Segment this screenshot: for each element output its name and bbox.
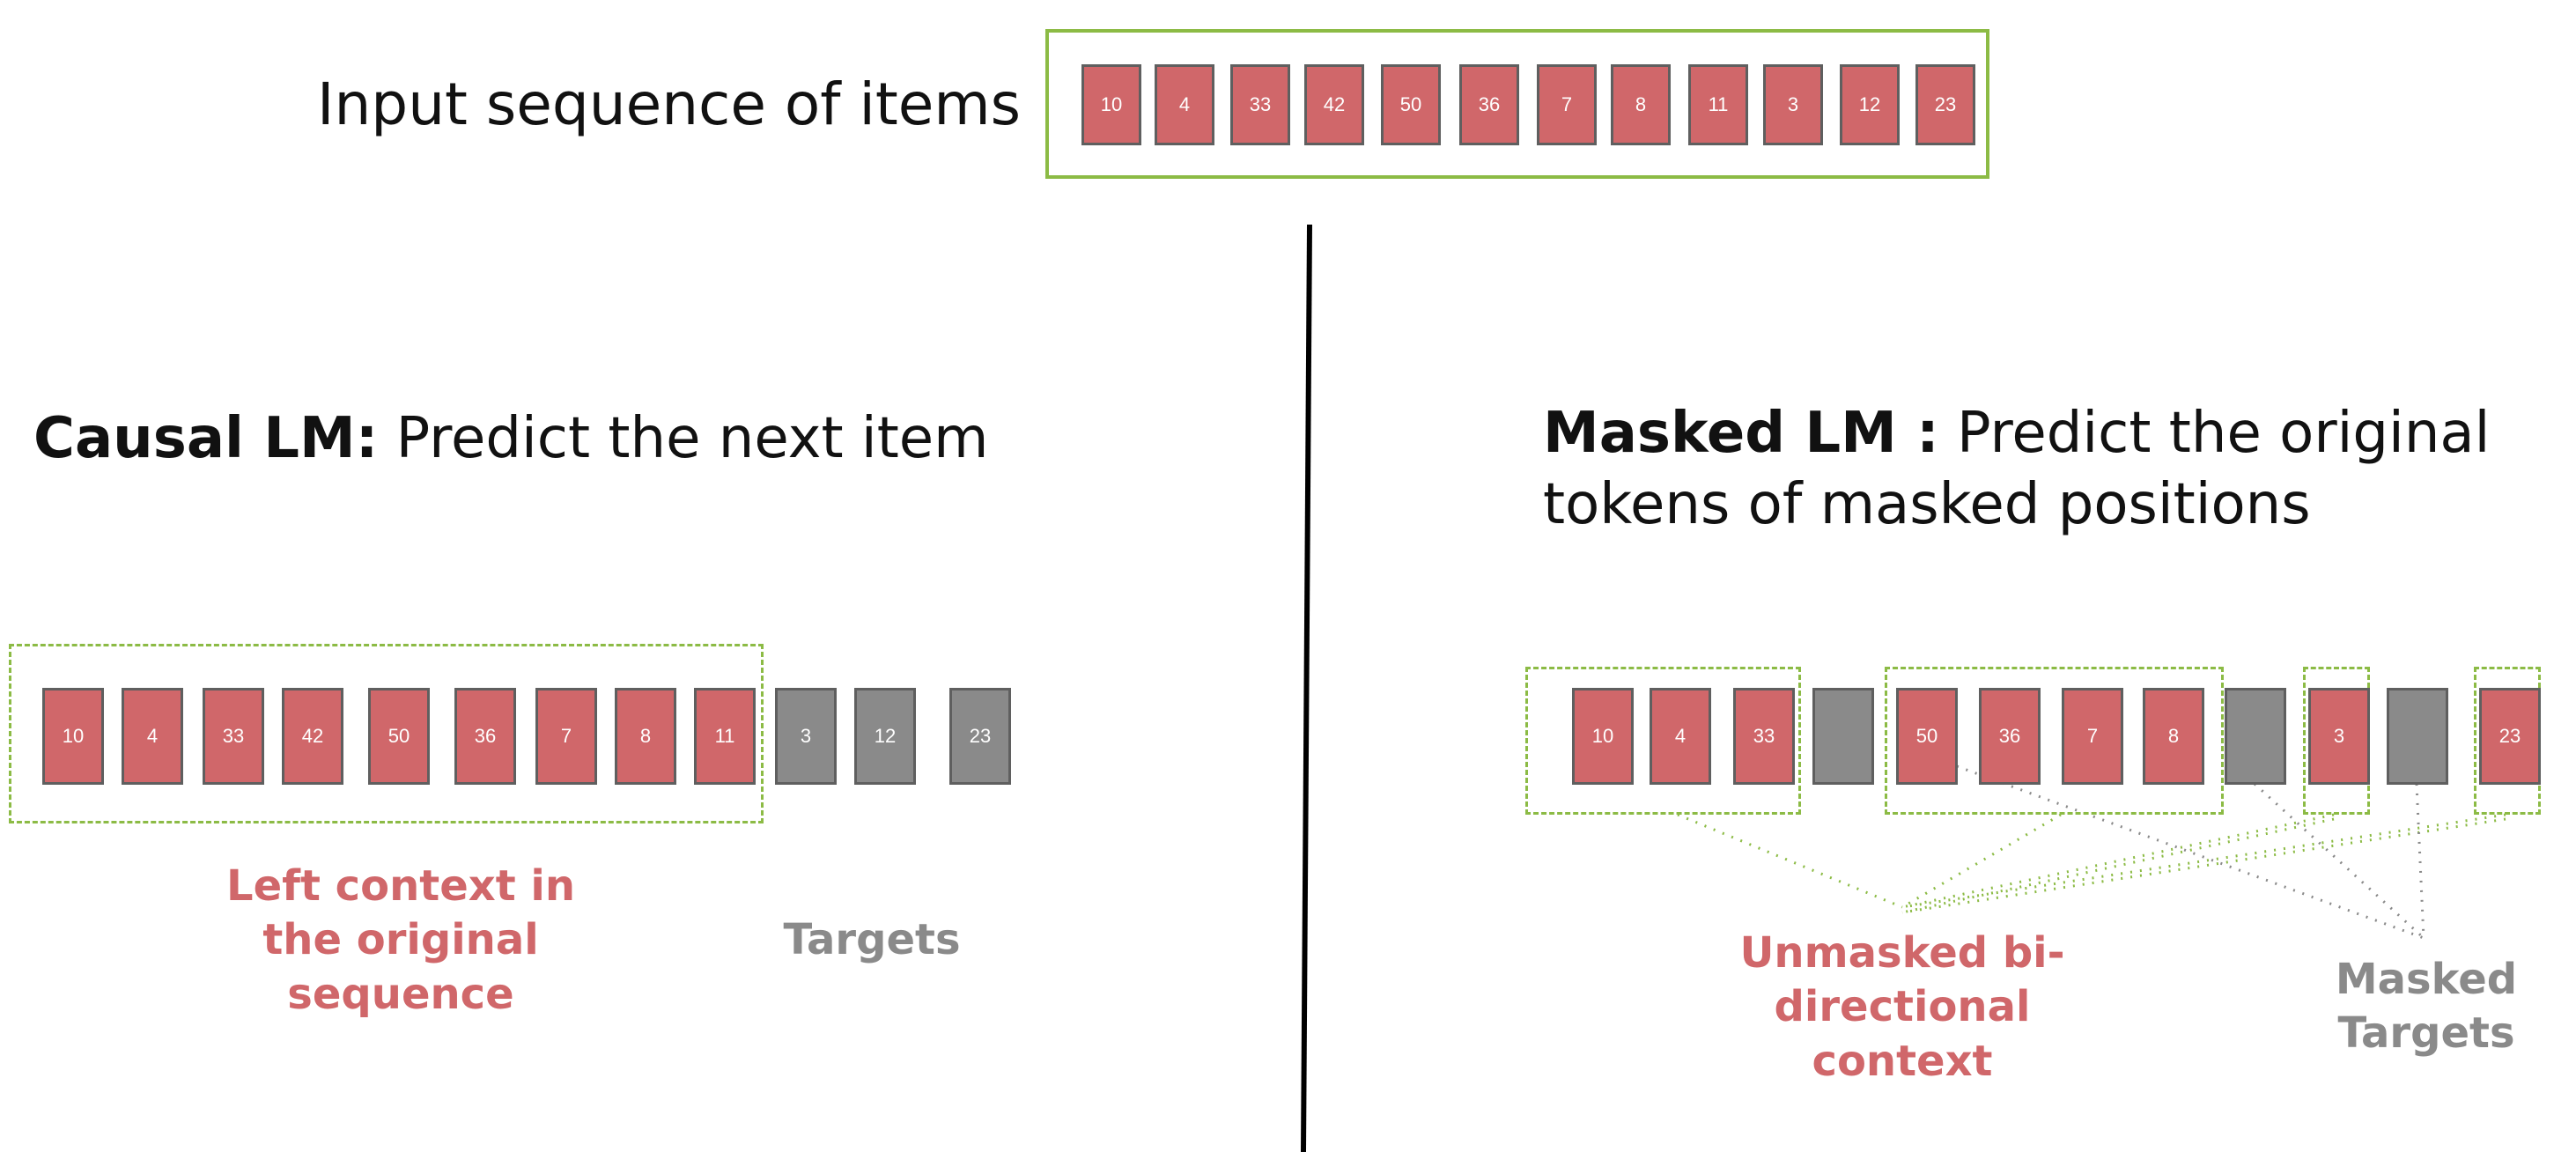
causal-lm-heading-text: Predict the next item bbox=[378, 406, 989, 471]
causal-token-12: 12 bbox=[854, 688, 916, 785]
masked-token-23: 23 bbox=[2479, 688, 2541, 785]
input-token-3: 3 bbox=[1763, 64, 1823, 145]
input-token-50: 50 bbox=[1381, 64, 1441, 145]
masked-token-7: 7 bbox=[2062, 688, 2123, 785]
causal-token-7: 7 bbox=[535, 688, 597, 785]
masked-lm-heading-bold: Masked LM : bbox=[1543, 401, 1939, 466]
input-sequence-box bbox=[1045, 29, 1989, 179]
masked-token-50: 50 bbox=[1896, 688, 1958, 785]
causal-context-box bbox=[9, 644, 764, 823]
causal-lm-heading-bold: Causal LM: bbox=[33, 406, 379, 471]
input-token-7: 7 bbox=[1537, 64, 1597, 145]
causal-token-3: 3 bbox=[775, 688, 837, 785]
causal-token-8: 8 bbox=[615, 688, 676, 785]
causal-token-11: 11 bbox=[694, 688, 756, 785]
masked-lm-heading: Masked LM : Predict the original tokens … bbox=[1543, 398, 2512, 542]
masked-lm-heading-text: Predict the original tokens of masked po… bbox=[1543, 401, 2491, 538]
masked-token-4: 4 bbox=[1650, 688, 1711, 785]
unmasked-context-label: Unmasked bi-directional context bbox=[1739, 928, 2065, 1086]
masked-token-33: 33 bbox=[1733, 688, 1795, 785]
input-token-8: 8 bbox=[1611, 64, 1671, 145]
causal-token-50: 50 bbox=[368, 688, 430, 785]
causal-lm-heading: Causal LM: Predict the next item bbox=[33, 403, 989, 475]
divider-line bbox=[1301, 224, 1312, 1152]
input-token-4: 4 bbox=[1155, 64, 1214, 145]
input-token-12: 12 bbox=[1840, 64, 1900, 145]
unmasked-context-box-2 bbox=[1885, 667, 2224, 815]
masked-token-10: 10 bbox=[1572, 688, 1634, 785]
masked-masked-token bbox=[2387, 688, 2448, 785]
masked-token-36: 36 bbox=[1979, 688, 2041, 785]
masked-masked-token bbox=[2225, 688, 2286, 785]
causal-token-42: 42 bbox=[282, 688, 343, 785]
causal-token-33: 33 bbox=[203, 688, 264, 785]
input-token-42: 42 bbox=[1304, 64, 1364, 145]
masked-targets-label: Masked Targets bbox=[2335, 955, 2518, 1059]
causal-token-4: 4 bbox=[122, 688, 183, 785]
masked-token-3: 3 bbox=[2308, 688, 2370, 785]
masked-token-8: 8 bbox=[2143, 688, 2204, 785]
input-token-11: 11 bbox=[1688, 64, 1748, 145]
unmasked-context-box-1 bbox=[1525, 667, 1801, 815]
left-context-label: Left context in the original sequence bbox=[225, 861, 576, 1019]
input-token-33: 33 bbox=[1230, 64, 1290, 145]
input-sequence-title: Input sequence of items bbox=[317, 70, 1021, 138]
input-token-10: 10 bbox=[1081, 64, 1141, 145]
input-token-23: 23 bbox=[1915, 64, 1975, 145]
causal-token-23: 23 bbox=[949, 688, 1011, 785]
targets-label: Targets bbox=[783, 915, 961, 964]
masked-masked-token bbox=[1812, 688, 1874, 785]
input-token-36: 36 bbox=[1459, 64, 1519, 145]
causal-token-10: 10 bbox=[42, 688, 104, 785]
unmasked-connectors bbox=[1677, 813, 2506, 914]
causal-token-36: 36 bbox=[454, 688, 516, 785]
